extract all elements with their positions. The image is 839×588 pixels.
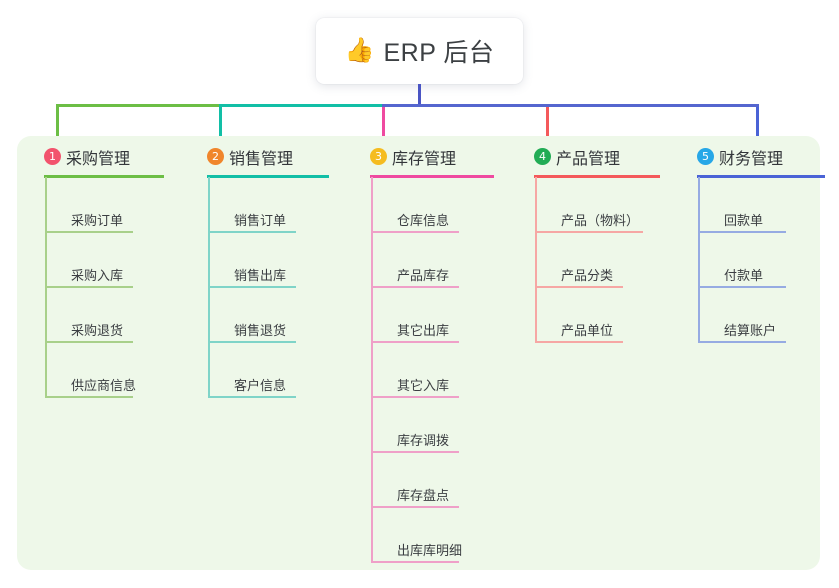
branch-header-4[interactable]: 4 产品管理	[534, 144, 620, 170]
leaf-item[interactable]: 产品单位	[561, 323, 614, 338]
leaf-rule	[208, 341, 296, 343]
leaf-rule	[535, 341, 623, 343]
leaf-item[interactable]: 销售退货	[234, 323, 287, 338]
leaf-item[interactable]: 付款单	[724, 268, 764, 283]
leaf-item[interactable]: 结算账户	[724, 323, 777, 338]
bus-segment-3	[382, 104, 759, 107]
leaf-rule	[371, 451, 459, 453]
branch-title-3: 库存管理	[392, 151, 457, 168]
root-node-content: 👍 ERP 后台	[345, 33, 495, 69]
root-stem-connector	[418, 84, 421, 105]
thumbs-up-icon: 👍	[344, 37, 375, 64]
leaf-item[interactable]: 产品（物料）	[561, 213, 640, 228]
branch-header-rule-1	[44, 175, 164, 178]
leaf-rule	[208, 396, 296, 398]
leaf-item[interactable]: 销售订单	[234, 213, 287, 228]
root-node-card[interactable]: 👍 ERP 后台	[316, 18, 523, 84]
branch-header-3[interactable]: 3 库存管理	[370, 144, 456, 170]
leaf-rule	[371, 231, 459, 233]
leaf-rule	[698, 341, 786, 343]
leaf-rule	[371, 286, 459, 288]
bus-segment-1	[56, 104, 222, 107]
branch-title-4: 产品管理	[556, 151, 621, 168]
branch-number-badge-3: 3	[370, 148, 387, 165]
leaf-item[interactable]: 采购订单	[71, 213, 124, 228]
leaf-item[interactable]: 回款单	[724, 213, 764, 228]
branch-title-1: 采购管理	[66, 151, 131, 168]
branch-header-rule-4	[534, 175, 660, 178]
leaf-rule	[45, 286, 133, 288]
leaf-rule	[698, 231, 786, 233]
leaf-rule	[45, 231, 133, 233]
leaf-item[interactable]: 仓库信息	[397, 213, 450, 228]
leaf-item[interactable]: 产品库存	[397, 268, 450, 283]
leaf-rule	[371, 506, 459, 508]
leaf-item[interactable]: 客户信息	[234, 378, 287, 393]
branch-header-1[interactable]: 1 采购管理	[44, 144, 130, 170]
bus-segment-2	[219, 104, 385, 107]
drop-connector-5	[756, 107, 759, 137]
branch-header-5[interactable]: 5 财务管理	[697, 144, 783, 170]
leaf-rule	[45, 341, 133, 343]
branch-number-badge-4: 4	[534, 148, 551, 165]
leaf-rule	[698, 286, 786, 288]
drop-connector-3	[382, 107, 385, 137]
branch-header-rule-5	[697, 175, 825, 178]
branch-header-rule-3	[370, 175, 494, 178]
leaf-item[interactable]: 其它出库	[397, 323, 450, 338]
leaf-item[interactable]: 其它入库	[397, 378, 450, 393]
drop-connector-2	[219, 107, 222, 137]
leaf-rule	[45, 396, 133, 398]
leaf-item[interactable]: 采购入库	[71, 268, 124, 283]
leaf-item[interactable]: 销售出库	[234, 268, 287, 283]
branch-number-badge-1: 1	[44, 148, 61, 165]
leaf-item[interactable]: 库存盘点	[397, 488, 450, 503]
leaf-rule	[371, 561, 459, 563]
branch-spine-3	[371, 177, 373, 562]
branch-number-badge-5: 5	[697, 148, 714, 165]
leaf-rule	[371, 341, 459, 343]
drop-connector-4	[546, 107, 549, 137]
leaf-item[interactable]: 产品分类	[561, 268, 614, 283]
leaf-rule	[371, 396, 459, 398]
branch-panel: 1 采购管理采购订单采购入库采购退货供应商信息 2 销售管理销售订单销售出库销售退货客…	[17, 136, 825, 570]
branch-spine-5	[698, 177, 700, 342]
branch-header-rule-2	[207, 175, 329, 178]
page-title: ERP 后台	[383, 39, 495, 67]
branch-title-2: 销售管理	[229, 151, 294, 168]
branch-title-5: 财务管理	[719, 151, 784, 168]
drop-connector-1	[56, 107, 59, 137]
leaf-rule	[535, 286, 623, 288]
leaf-rule	[208, 286, 296, 288]
leaf-item[interactable]: 出库库明细	[397, 543, 463, 558]
leaf-item[interactable]: 库存调拨	[397, 433, 450, 448]
leaf-item[interactable]: 供应商信息	[71, 378, 137, 393]
leaf-item[interactable]: 采购退货	[71, 323, 124, 338]
leaf-rule	[208, 231, 296, 233]
leaf-rule	[535, 231, 643, 233]
branch-number-badge-2: 2	[207, 148, 224, 165]
branch-header-2[interactable]: 2 销售管理	[207, 144, 293, 170]
branch-spine-4	[535, 177, 537, 342]
